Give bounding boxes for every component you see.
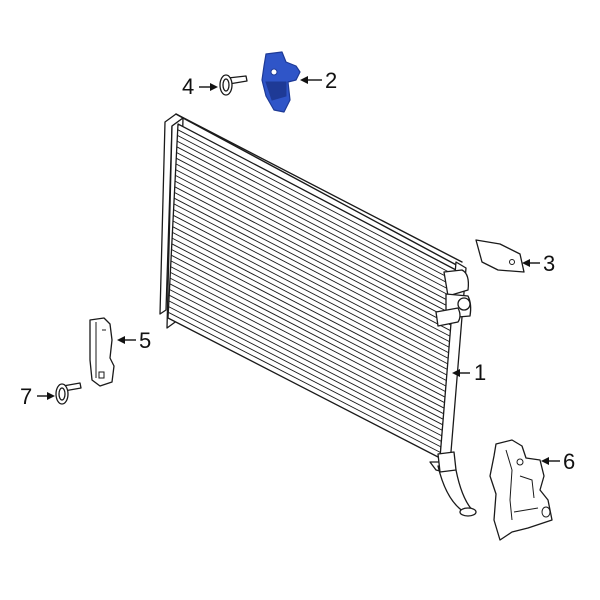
bolt-lower xyxy=(55,382,82,405)
radiator-fin xyxy=(168,311,441,453)
callout-6-label: 6 xyxy=(563,449,575,474)
radiator-fin xyxy=(171,237,447,381)
callout-2: 2 xyxy=(300,68,337,93)
radiator-fin xyxy=(170,266,445,409)
radiator-fin xyxy=(171,243,447,387)
radiator-fin xyxy=(170,254,446,398)
callout-6: 6 xyxy=(541,449,575,474)
radiator-fin xyxy=(175,157,454,304)
radiator-fin xyxy=(173,197,451,343)
radiator-fin xyxy=(172,220,449,365)
radiator-fin xyxy=(170,260,445,404)
callout-3: 3 xyxy=(522,251,555,276)
left-lower-bracket xyxy=(89,317,115,387)
radiator-fin xyxy=(172,226,448,370)
radiator-fin xyxy=(173,209,450,354)
callout-5-label: 5 xyxy=(139,328,151,353)
radiator-fin xyxy=(174,186,452,332)
radiator-fin xyxy=(176,146,455,293)
radiator-fin xyxy=(177,129,456,276)
callout-7-label: 7 xyxy=(20,384,32,409)
radiator-fins xyxy=(168,129,456,453)
radiator-fin xyxy=(170,272,445,415)
radiator-core xyxy=(167,123,457,459)
radiator-fin xyxy=(169,277,444,420)
radiator-fin xyxy=(172,232,448,376)
radiator-fin xyxy=(176,152,454,298)
callout-4-label: 4 xyxy=(182,74,194,99)
radiator-fin xyxy=(174,192,451,337)
upper-bracket xyxy=(261,51,301,113)
callout-4: 4 xyxy=(182,74,218,99)
side-bracket xyxy=(475,239,525,273)
radiator-fin xyxy=(168,306,442,448)
radiator-fin xyxy=(176,140,455,287)
right-lower-bracket xyxy=(489,439,553,541)
radiator-fin xyxy=(174,180,452,326)
callout-5: 5 xyxy=(117,328,151,353)
callout-1: 1 xyxy=(452,360,486,385)
callout-7: 7 xyxy=(20,384,55,409)
radiator-fin xyxy=(175,175,453,321)
bolt-upper xyxy=(219,74,248,96)
radiator-fin xyxy=(177,135,456,282)
radiator-fin xyxy=(168,294,443,437)
radiator-fin xyxy=(173,214,449,359)
radiator-fin xyxy=(171,249,446,392)
radiator-fin xyxy=(169,283,444,426)
callout-3-label: 3 xyxy=(543,251,555,276)
radiator-fin xyxy=(169,289,443,431)
callout-1-label: 1 xyxy=(474,360,486,385)
radiator-fin xyxy=(175,169,453,315)
radiator xyxy=(159,113,477,517)
radiator-fin xyxy=(173,203,450,348)
radiator-fin xyxy=(168,300,442,442)
callout-2-label: 2 xyxy=(325,68,337,93)
radiator-fin xyxy=(175,163,453,310)
